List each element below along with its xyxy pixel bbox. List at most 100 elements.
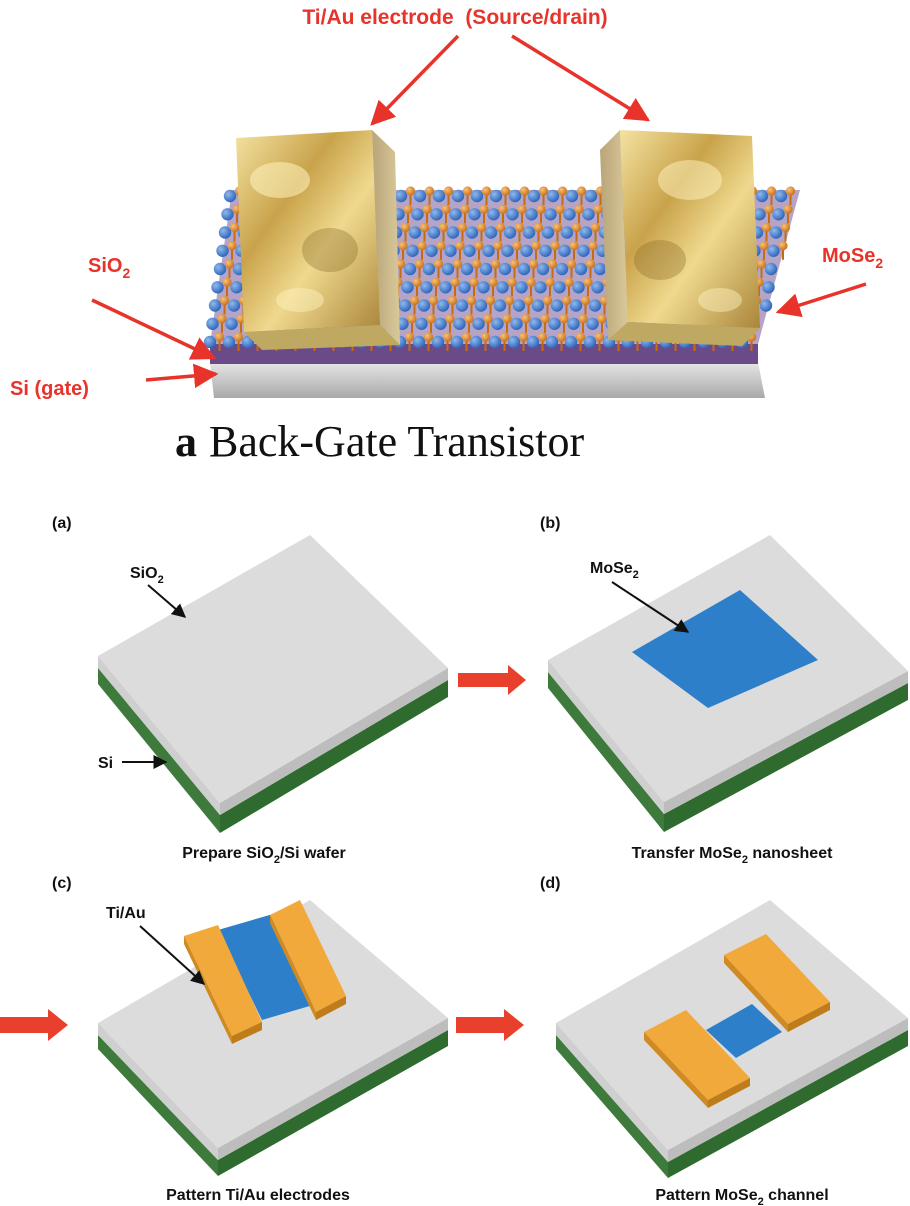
- mose2-atom-se: [225, 317, 238, 330]
- mose2-atom-mo: [533, 222, 544, 233]
- mose2-atom-mo: [471, 259, 482, 269]
- step-a-sio2-front: [220, 668, 448, 815]
- mose2-atom-se: [431, 335, 445, 349]
- mose2-atom-se: [541, 226, 555, 239]
- mose2-atom-mo: [433, 259, 444, 269]
- mose2-atom-mo: [461, 332, 472, 342]
- mose2-atom-mo: [403, 204, 413, 214]
- mose2-atom-mo: [780, 222, 791, 233]
- mose2-atom-se: [394, 189, 408, 203]
- si-gate-arrow: [145, 363, 219, 389]
- mose2-atom-mo: [407, 314, 417, 324]
- step-d: (d) Pattern MoSe2 channel: [540, 875, 908, 1206]
- mose2-atom-mo: [526, 277, 536, 287]
- mose2-atom-mo: [575, 332, 586, 342]
- mose2-arrow: [775, 282, 867, 317]
- mose2-atom-se: [536, 262, 550, 276]
- arrow-b-to-c: [0, 1009, 68, 1041]
- mose2-atom-se: [588, 299, 602, 312]
- mose2-atom-mo: [414, 259, 425, 269]
- mose2-atom-mo: [588, 241, 598, 251]
- mose2-atom-se: [487, 208, 500, 221]
- mose2-atom-se: [501, 244, 514, 257]
- mose2-atom-mo: [493, 241, 503, 251]
- mose2-atom-se: [753, 208, 766, 221]
- mose2-atom-se: [522, 226, 536, 239]
- mose2-atom-se: [512, 299, 526, 312]
- mose2-atom-se: [222, 335, 236, 349]
- mose2-atom-mo: [504, 295, 515, 306]
- mose2-atom-mo: [233, 332, 244, 342]
- mose2-atom-se: [525, 208, 538, 221]
- mose2-atom-se: [526, 335, 540, 349]
- mose2-atom-mo: [464, 314, 474, 324]
- mose2-atom-mo: [455, 241, 465, 251]
- mose2-atom-mo: [761, 222, 772, 233]
- step-b-si-side: [548, 672, 664, 832]
- mose2-atom-mo: [466, 295, 477, 306]
- mose2-atom-mo: [450, 277, 460, 287]
- mose2-atom-mo: [536, 204, 546, 214]
- mose2-atom-se: [755, 189, 769, 203]
- mose2-atom-mo: [552, 222, 563, 233]
- mose2-atom-mo: [514, 222, 525, 233]
- step-d-sio2-side: [556, 1023, 668, 1162]
- mose2-atom-se: [403, 262, 417, 276]
- mose2-atom-se: [572, 281, 585, 294]
- mose2-atom-se: [772, 208, 785, 221]
- mose2-atom-mo: [778, 241, 788, 251]
- step-c-mose2-sheet: [218, 912, 330, 1020]
- mose2-atom-se: [430, 208, 443, 221]
- mose2-atom-mo: [556, 332, 567, 342]
- mose2-atom-mo: [227, 241, 237, 251]
- mose2-atom-mo: [405, 186, 416, 196]
- mose2-atom-se: [484, 226, 498, 239]
- step-b-caption: Transfer MoSe2 nanosheet: [632, 845, 834, 866]
- mose2-atom-mo: [479, 204, 489, 214]
- step-c-wafer-top: [98, 900, 448, 1148]
- mose2-atom-se: [558, 244, 571, 257]
- mose2-atom-mo: [502, 314, 512, 324]
- mose2-atom-se: [546, 189, 560, 203]
- mose2-atom-mo: [224, 259, 235, 269]
- mose2-atom-se: [774, 189, 788, 203]
- mose2-atom-se: [434, 317, 447, 330]
- step-b-si-front: [664, 683, 908, 832]
- sio2-arrow: [91, 298, 217, 360]
- mose2-atom-mo: [445, 314, 455, 324]
- mose2-atom-se: [569, 299, 583, 312]
- mose2-atom-mo: [236, 314, 246, 324]
- mose2-atom-mo: [476, 222, 487, 233]
- mose2-atom-mo: [559, 314, 569, 324]
- step-c-tiau-label: Ti/Au: [106, 905, 146, 922]
- sio2-layer: [210, 344, 758, 364]
- step-a-sio2-label: SiO2: [130, 565, 164, 586]
- mose2-atom-mo: [518, 332, 529, 342]
- si-gate-label: Si (gate): [10, 378, 89, 400]
- mose2-atom-se: [408, 226, 422, 239]
- mose2-atom-se: [563, 208, 576, 221]
- mose2-atom-se: [520, 244, 533, 257]
- mose2-atom-mo: [764, 204, 774, 214]
- mose2-atom-se: [555, 262, 569, 276]
- mose2-atom-se: [548, 317, 561, 330]
- mose2-atom-mo: [542, 295, 553, 306]
- mose2-atom-mo: [531, 241, 541, 251]
- mose2-atom-se: [472, 317, 485, 330]
- step-c-sio2-front: [218, 1018, 448, 1160]
- step-b: (b) MoSe2 Transfer MoSe2 nanosheet: [540, 515, 908, 866]
- mose2-atom-se: [218, 226, 232, 239]
- mose2-atom-se: [449, 208, 462, 221]
- step-a-si-label: Si: [98, 755, 113, 772]
- mose2-atom-mo: [583, 277, 593, 287]
- mose2-atom-mo: [400, 222, 411, 233]
- mose2-atom-se: [427, 226, 441, 239]
- step-b-mose2-sheet: [632, 590, 818, 708]
- mose2-atom-mo: [222, 277, 232, 287]
- mose2-atom-mo: [523, 295, 534, 306]
- step-a-sio2-arrow: [147, 584, 187, 618]
- mose2-atom-mo: [594, 332, 605, 342]
- mose2-atom-mo: [578, 314, 588, 324]
- mose2-atom-mo: [452, 259, 463, 269]
